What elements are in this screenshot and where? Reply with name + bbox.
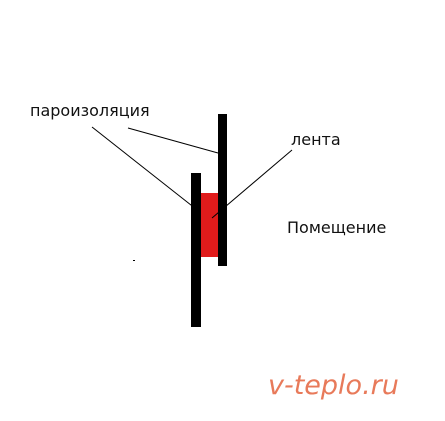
leader-line-tape: [211, 149, 293, 219]
leader-line-vapor-2: [127, 127, 219, 154]
tape-label: лента: [291, 130, 341, 149]
inner-member: [218, 114, 227, 266]
watermark-text: v-teplo.ru: [268, 370, 399, 401]
vapor-barrier-label: пароизоляция: [30, 101, 150, 120]
stray-mark: [133, 260, 135, 261]
outer-member: [191, 173, 201, 327]
sealing-tape-block: [201, 193, 219, 257]
leader-line-vapor-1: [91, 126, 197, 210]
room-label: Помещение: [287, 218, 387, 237]
